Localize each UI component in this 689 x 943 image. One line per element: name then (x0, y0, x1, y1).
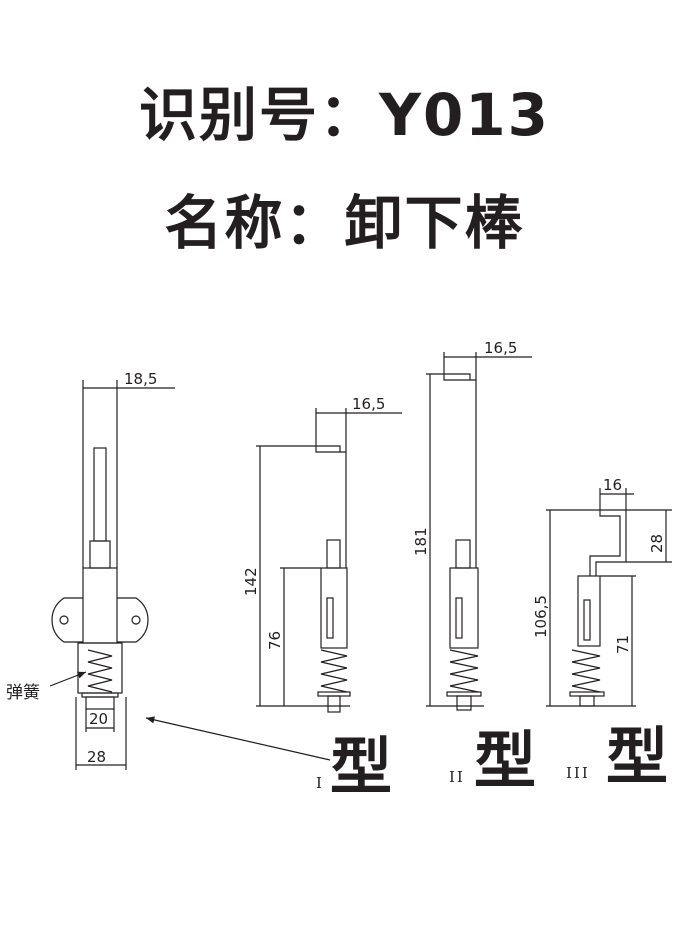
main-view (49, 380, 175, 770)
type-2-view (426, 352, 532, 711)
dim-main-inner: 20 (89, 710, 108, 728)
dim-type1-lower: 76 (266, 631, 284, 650)
type-3-roman: III (566, 764, 590, 782)
type-2-label: 型 (474, 724, 536, 797)
part-name-title: 名称：卸下棒 (164, 189, 525, 257)
type-1-label: 型 (330, 730, 392, 803)
dim-type3-lower: 71 (614, 635, 632, 654)
type-3-view (546, 488, 672, 707)
dim-type2-total: 181 (412, 527, 430, 556)
dim-main-top: 18,5 (124, 370, 157, 388)
id-number-title: 识别号：Y013 (138, 81, 551, 149)
dim-type2-hook: 16,5 (484, 339, 517, 357)
type-1-view (256, 408, 402, 713)
dim-type3-drop: 28 (648, 534, 666, 553)
dim-type3-total: 106,5 (532, 595, 550, 638)
dim-type1-total: 142 (242, 567, 260, 596)
type-2-roman: II (449, 768, 465, 786)
spring-label: 弹簧 (6, 683, 40, 703)
dim-type1-hook: 16,5 (352, 395, 385, 413)
dim-main-outer: 28 (87, 748, 106, 766)
type-3-label: 型 (606, 720, 668, 793)
dim-type3-hook: 16 (603, 476, 622, 494)
type-1-roman: I (316, 774, 324, 792)
